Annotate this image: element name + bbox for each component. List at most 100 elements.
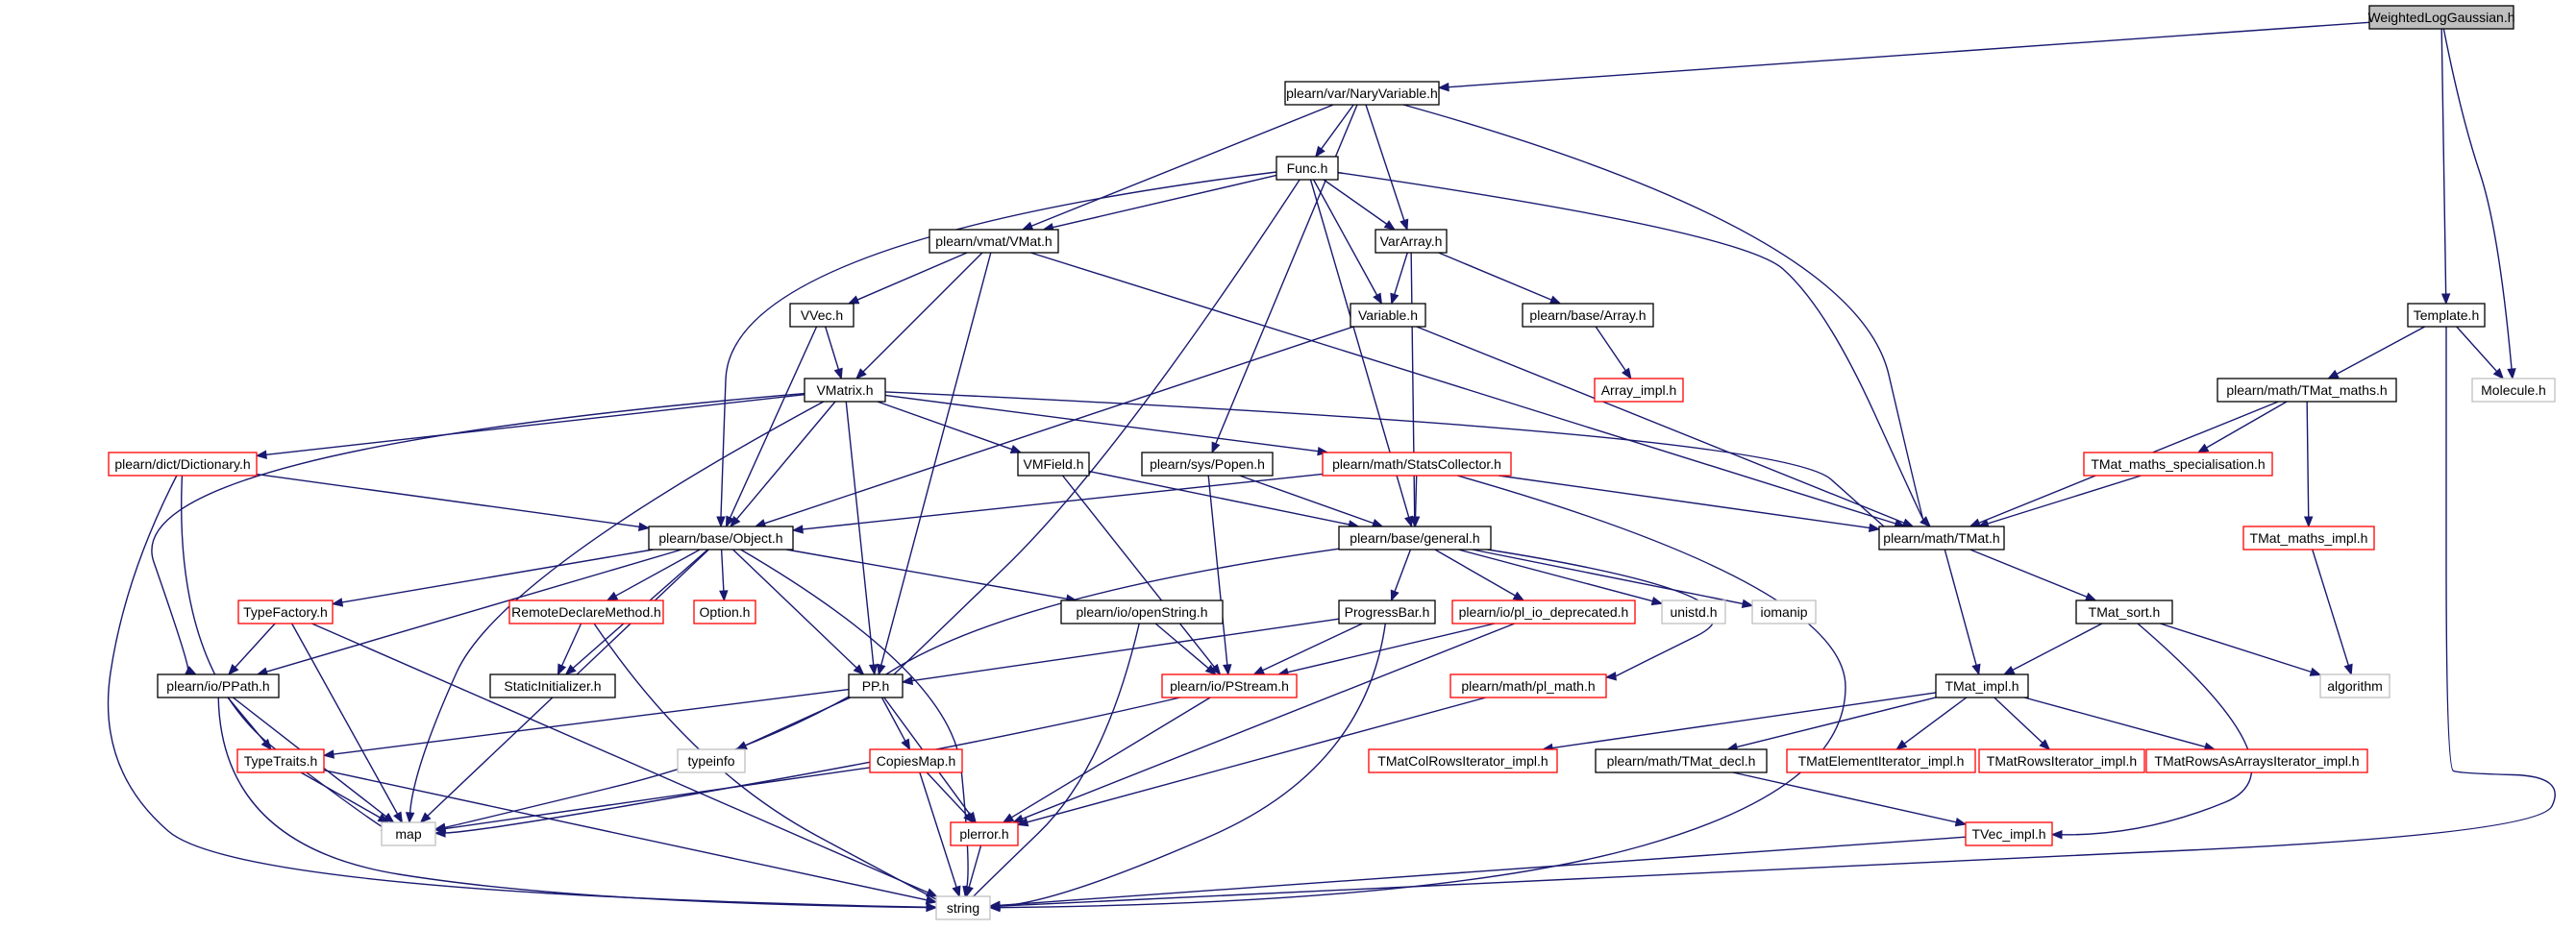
node-tmatelement[interactable]: TMatElementIterator_impl.h <box>1786 748 1976 773</box>
node-plerror[interactable]: plerror.h <box>950 821 1019 846</box>
node-array[interactable]: plearn/base/Array.h <box>1522 303 1654 328</box>
edges-layer <box>107 21 2556 913</box>
node-wlg[interactable]: WeightedLogGaussian.h <box>2367 5 2515 30</box>
edge-arrowhead <box>2440 293 2451 306</box>
edge-tmat-maths-to-tmat-maths-spec <box>2196 401 2288 453</box>
node-vmat[interactable]: plearn/vmat/VMat.h <box>929 229 1059 254</box>
edge-line <box>2442 28 2513 370</box>
node-label: TMatElementIterator_impl.h <box>1798 753 1965 769</box>
node-staticinit[interactable]: StaticInitializer.h <box>489 673 616 698</box>
edge-tmat-impl-to-tmatelement <box>1895 697 1968 750</box>
node-box <box>1060 600 1224 624</box>
edge-line <box>1944 549 1977 666</box>
edge-tmat-decl-to-tvec-impl <box>1732 771 1968 827</box>
edge-arrowhead <box>964 885 974 898</box>
node-box <box>508 600 664 624</box>
edge-line <box>2160 623 2312 673</box>
edge-line <box>862 252 983 373</box>
node-remotedeclare[interactable]: RemoteDeclareMethod.h <box>508 600 664 624</box>
node-tmat-maths-spec[interactable]: TMat_maths_specialisation.h <box>2083 452 2273 477</box>
edge-line <box>999 836 1967 907</box>
edge-func-to-pp <box>893 179 1300 675</box>
edge-arrowhead <box>1390 589 1399 602</box>
node-statscollector[interactable]: plearn/math/StatsCollector.h <box>1322 452 1512 477</box>
edge-arrowhead <box>2327 369 2340 379</box>
node-typetraits[interactable]: TypeTraits.h <box>236 748 325 773</box>
node-func[interactable]: Func.h <box>1276 156 1339 181</box>
edge-progressbar-to-string <box>988 623 1387 911</box>
node-label: plearn/base/Object.h <box>658 530 782 546</box>
edge-line <box>2012 623 2103 672</box>
edge-vmatrix-to-pp <box>845 401 879 676</box>
edge-line <box>2312 549 2349 666</box>
node-label: plearn/var/NaryVariable.h <box>1286 86 1438 101</box>
node-vvec[interactable]: VVec.h <box>789 303 855 328</box>
node-general[interactable]: plearn/base/general.h <box>1338 526 1492 551</box>
node-option[interactable]: Option.h <box>693 600 756 624</box>
node-label: VMatrix.h <box>816 382 873 398</box>
edge-line <box>1472 549 1744 605</box>
node-pp[interactable]: PP.h <box>848 673 904 698</box>
node-ppath[interactable]: plearn/io/PPath.h <box>157 673 280 698</box>
node-vmfield[interactable]: VMField.h <box>1017 452 1090 477</box>
node-tvec-impl[interactable]: TVec_impl.h <box>1965 821 2053 846</box>
node-vmatrix[interactable]: VMatrix.h <box>804 378 886 403</box>
edge-line <box>1498 475 1870 529</box>
node-object[interactable]: plearn/base/Object.h <box>648 526 794 551</box>
node-openstring[interactable]: plearn/io/openString.h <box>1060 600 1224 624</box>
node-label: CopiesMap.h <box>877 753 956 769</box>
node-dictionary[interactable]: plearn/dict/Dictionary.h <box>108 452 258 477</box>
node-popen[interactable]: plearn/sys/Popen.h <box>1141 452 1274 477</box>
node-tmatcolrows[interactable]: TMatColRowsIterator_impl.h <box>1368 748 1558 773</box>
edge-arrowhead <box>1622 367 1632 380</box>
node-array-impl[interactable]: Array_impl.h <box>1594 378 1684 403</box>
node-tmat-sort[interactable]: TMat_sort.h <box>2075 600 2173 624</box>
node-vararray[interactable]: VarArray.h <box>1375 229 1448 254</box>
edge-line <box>444 697 1180 834</box>
node-pstream[interactable]: plearn/io/PStream.h <box>1161 673 1298 698</box>
edge-arrowhead <box>926 902 938 913</box>
node-string: string <box>935 895 991 920</box>
node-tmat-maths[interactable]: plearn/math/TMat_maths.h <box>2217 378 2397 403</box>
edge-arrowhead <box>1021 221 1034 231</box>
node-box <box>935 895 991 920</box>
edge-tmat-sort-to-tvec-impl <box>2050 623 2253 840</box>
node-label: TMatRowsIterator_impl.h <box>1987 753 2137 769</box>
node-label: PP.h <box>862 678 890 694</box>
node-tmat-decl[interactable]: plearn/math/TMat_decl.h <box>1595 748 1768 773</box>
edge-popen-to-pstream <box>1207 475 1232 676</box>
node-tmat-maths-impl[interactable]: TMat_maths_impl.h <box>2242 526 2375 551</box>
node-label: StaticInitializer.h <box>504 678 601 694</box>
edge-typetraits-to-string <box>323 770 938 905</box>
node-variable[interactable]: Variable.h <box>1350 303 1426 328</box>
node-tmatrows[interactable]: TMatRowsIterator_impl.h <box>1978 748 2145 773</box>
node-tmatrowsasarrays[interactable]: TMatRowsAsArraysIterator_impl.h <box>2145 748 2368 773</box>
node-label: TypeTraits.h <box>244 753 318 769</box>
edge-line <box>893 179 1300 675</box>
edge-line <box>884 394 1319 453</box>
edge-line <box>1458 549 1653 602</box>
node-label: plearn/math/pl_math.h <box>1461 678 1595 694</box>
node-iomanip: iomanip <box>1751 600 1817 624</box>
node-pl-math[interactable]: plearn/math/pl_math.h <box>1449 673 1607 698</box>
node-label: TMatRowsAsArraysIterator_impl.h <box>2154 753 2359 769</box>
node-label: plearn/io/PPath.h <box>166 678 269 694</box>
edge-vmatrix-to-tmat <box>884 391 1885 527</box>
node-box <box>1284 81 1440 106</box>
node-nary[interactable]: plearn/var/NaryVariable.h <box>1284 81 1440 106</box>
edge-arrowhead <box>377 813 390 823</box>
node-tmat[interactable]: plearn/math/TMat.h <box>1878 526 2005 551</box>
node-label: TVec_impl.h <box>1971 826 2045 842</box>
node-copiesmap[interactable]: CopiesMap.h <box>869 748 963 773</box>
edge-arrowhead <box>853 664 865 675</box>
edge-arrowhead <box>1868 523 1881 533</box>
node-template[interactable]: Template.h <box>2407 303 2486 328</box>
edge-arrowhead <box>735 741 748 750</box>
node-pl-io-deprecated[interactable]: plearn/io/pl_io_deprecated.h <box>1451 600 1636 624</box>
edge-line <box>1416 326 1905 524</box>
node-typefactory[interactable]: TypeFactory.h <box>237 600 334 624</box>
edge-arrowhead <box>331 598 344 607</box>
node-tmat-impl[interactable]: TMat_impl.h <box>1935 673 2029 698</box>
node-progressbar[interactable]: ProgressBar.h <box>1338 600 1436 624</box>
